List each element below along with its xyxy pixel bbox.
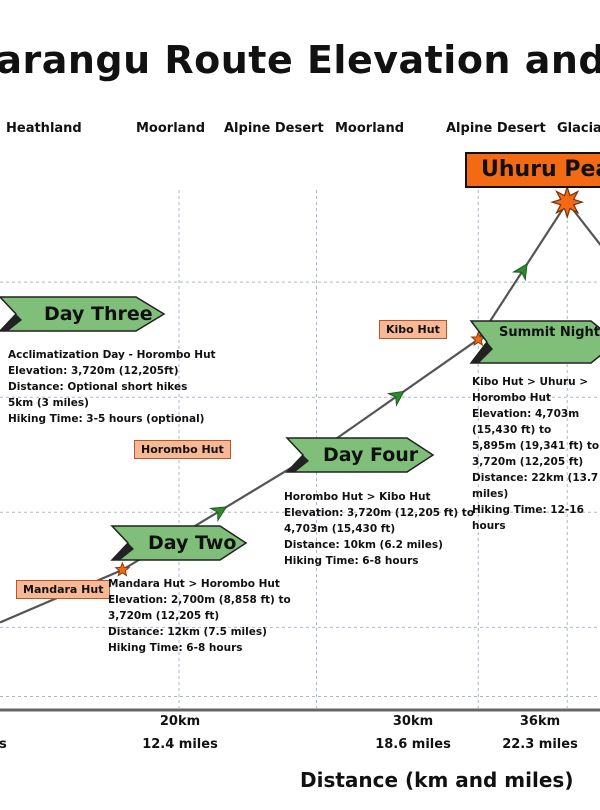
x-tick-mi-30: 18.6 miles <box>375 737 451 752</box>
hut-label-mandara: Mandara Hut <box>16 580 111 599</box>
x-tick-km-20: 20km <box>159 714 201 729</box>
summit-marker <box>550 185 585 220</box>
x-tick-edge-mi: iles <box>0 737 7 752</box>
banner-label: Day Four <box>323 444 419 466</box>
banner-arrow-shape <box>469 320 600 364</box>
hut-label-horombo: Horombo Hut <box>134 440 231 459</box>
day-two-details: Mandara Hut > Horombo Hut Elevation: 2,7… <box>108 578 291 654</box>
zone-label-moorland-2: Moorland <box>335 121 404 136</box>
x-tick-mi-36: 22.3 miles <box>502 737 578 752</box>
banner-day-three: Day Three <box>0 296 166 332</box>
banner-label: Summit Night Day Five <box>499 325 600 340</box>
hut-marker <box>114 561 131 577</box>
hut-label-kibo: Kibo Hut <box>379 320 447 339</box>
banner-arrow-shape <box>110 525 248 561</box>
day-four-details: Horombo Hut > Kibo Hut Elevation: 3,720m… <box>284 491 475 567</box>
x-tick-mi-20: 12.4 miles <box>142 737 218 752</box>
banner-day-two: Day Two <box>108 525 248 561</box>
zone-label-alpine-desert-2: Alpine Desert <box>446 121 546 136</box>
day-five-details: Kibo Hut > Uhuru > Horombo Hut Elevation… <box>472 376 600 532</box>
banner-arrow-shape <box>285 437 435 473</box>
zone-label-glacial: Glacial <box>557 121 600 136</box>
route-direction-arrow <box>511 263 528 282</box>
banner-day-four: Day Four <box>283 437 435 473</box>
x-tick-km-36: 36km <box>519 714 561 729</box>
banner-arrow-shape <box>0 296 166 332</box>
x-tick-km-30: 30km <box>392 714 434 729</box>
route-direction-arrow <box>386 390 405 407</box>
zone-label-alpine-desert-1: Alpine Desert <box>224 121 324 136</box>
peak-label: Uhuru Peak <box>465 152 600 188</box>
banner-day-five: Summit Night Day Five <box>467 320 600 364</box>
zone-label-moorland-1: Moorland <box>136 121 205 136</box>
day-three-details: Acclimatization Day - Horombo Hut Elevat… <box>8 349 216 425</box>
banner-label: Day Two <box>148 532 237 554</box>
zone-label-heathland: Heathland <box>6 121 82 136</box>
x-axis-title: Distance (km and miles) <box>300 768 574 792</box>
route-direction-arrow <box>208 506 228 522</box>
banner-label: Day Three <box>44 303 153 325</box>
chart-title: Marangu Route Elevation and Distance <box>0 38 600 82</box>
